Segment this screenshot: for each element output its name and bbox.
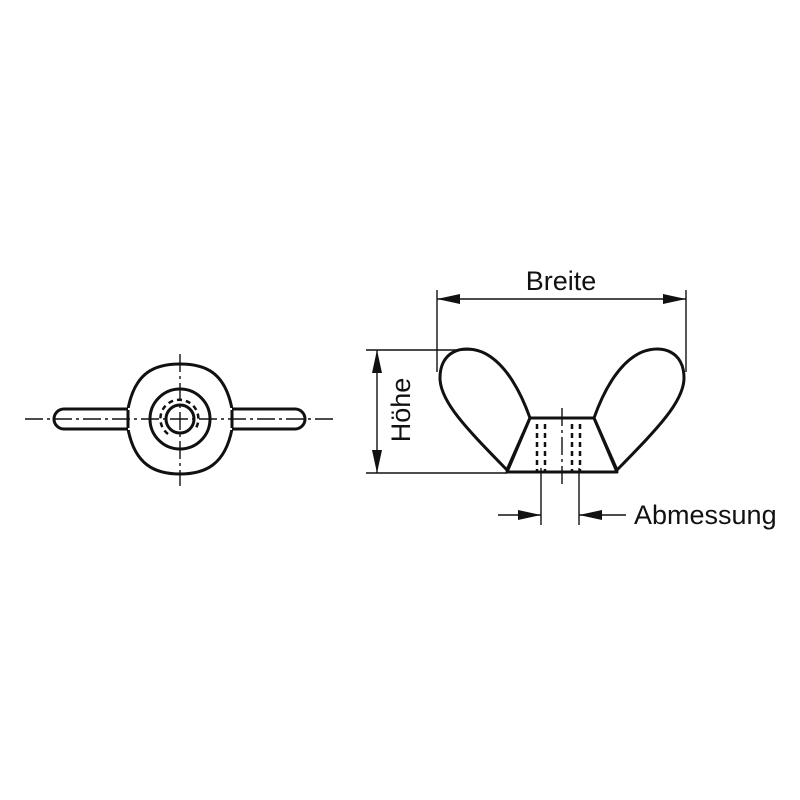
width-arrow-left <box>437 294 460 304</box>
height-arrow-top <box>372 350 382 373</box>
height-arrow-bottom <box>372 450 382 473</box>
width-arrow-right <box>663 294 686 304</box>
top-view <box>25 354 334 486</box>
front-view-right-wing <box>592 347 686 472</box>
width-label: Breite <box>526 266 597 296</box>
thread-arrow-right <box>579 510 602 520</box>
thread-dimension: Abmessung <box>498 468 777 530</box>
thread-arrow-left <box>518 510 541 520</box>
front-view <box>438 347 686 484</box>
width-dimension: Breite <box>436 266 687 372</box>
height-label: Höhe <box>386 378 416 443</box>
front-view-left-wing <box>438 347 532 472</box>
height-dimension: Höhe <box>366 349 507 474</box>
thread-label: Abmessung <box>634 500 777 530</box>
top-view-thread <box>159 398 200 435</box>
